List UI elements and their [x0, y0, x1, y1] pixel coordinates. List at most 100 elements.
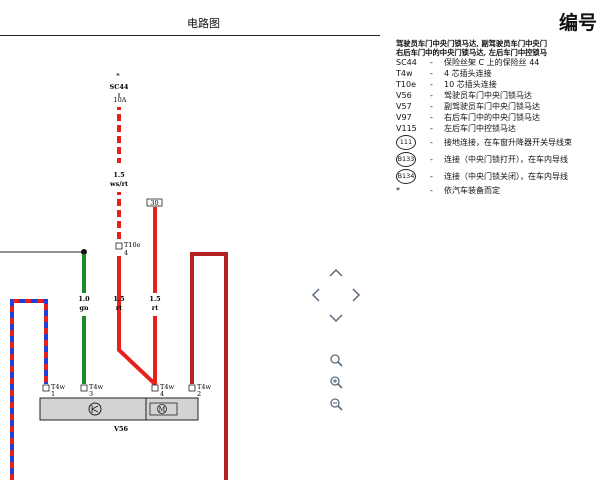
pan-up-button[interactable]: [325, 262, 347, 284]
wire-rt-b: 1.5 rt: [149, 207, 161, 384]
svg-text:1.5: 1.5: [149, 295, 161, 303]
legend-item: SC44-保险丝架 C 上的保险丝 44: [396, 57, 609, 68]
legend-item: V57 - 副驾驶员车门中央门锁马达: [396, 101, 609, 112]
chevron-down-icon: [329, 314, 343, 323]
legend-description: 副驾驶员车门中央门锁马达: [444, 102, 540, 111]
pan-left-button[interactable]: [305, 284, 327, 306]
component-v56: M V56: [39, 397, 199, 433]
svg-text:T4w: T4w: [160, 383, 174, 391]
legend-description: 连接（中央门锁关闭），在车内导线: [444, 172, 568, 181]
svg-text:T4w: T4w: [197, 383, 211, 391]
svg-text:2: 2: [197, 390, 201, 398]
svg-text:1.5: 1.5: [113, 171, 125, 179]
legend-description: 右后车门中的中央门锁马达: [444, 113, 540, 122]
switch-icon: [88, 402, 102, 416]
legend-code: *: [396, 186, 400, 195]
svg-text:4: 4: [124, 249, 128, 257]
legend-description: 接地连接，在车窗升降器开关导线束: [444, 138, 572, 147]
legend-code: V97: [396, 113, 412, 122]
connector-t10e: T10e 4: [115, 241, 141, 257]
legend-code: 111: [396, 135, 430, 150]
legend-panel: 驾驶员车门中央门锁马达, 副驾驶员车门中央门 右后车门中的中央门锁马达, 左后车…: [396, 39, 609, 196]
svg-text:10A: 10A: [114, 96, 127, 104]
connector-t4w: T4w 1 T4w 3 T4w 4 T4w 2: [42, 383, 211, 398]
zoom-reset-button[interactable]: [325, 349, 347, 371]
legend-separator: -: [430, 58, 433, 67]
legend-description: 左后车门中控锁马达: [444, 124, 516, 133]
wire-rt-a: 1.5 rt: [113, 256, 158, 387]
legend-code: T10e: [396, 80, 416, 89]
svg-text:*: *: [116, 72, 120, 80]
legend-code: B134: [396, 169, 430, 184]
zoom-in-button[interactable]: [325, 371, 347, 393]
legend-code: V56: [396, 91, 412, 100]
motor-icon: [157, 404, 167, 414]
legend-item: * - 依汽车装备而定: [396, 185, 609, 196]
legend-description: 10 芯插头连接: [444, 80, 497, 89]
legend-separator: -: [430, 124, 433, 133]
svg-text:30: 30: [150, 199, 158, 207]
svg-text:T4w: T4w: [51, 383, 65, 391]
legend-code-badge: B133: [396, 152, 416, 167]
svg-text:ws/rt: ws/rt: [109, 180, 128, 188]
legend-description: 保险丝架 C 上的保险丝 44: [444, 58, 540, 67]
legend-code-badge: 111: [396, 135, 416, 150]
legend-code: V57: [396, 102, 412, 111]
code-heading: 编号: [559, 12, 598, 34]
legend-separator: -: [430, 155, 433, 164]
svg-text:1.0: 1.0: [78, 295, 90, 303]
svg-text:rt: rt: [116, 304, 122, 312]
svg-text:T4w: T4w: [89, 383, 103, 391]
legend-separator: -: [430, 186, 433, 195]
chevron-up-icon: [329, 268, 343, 277]
legend-code: V115: [396, 124, 417, 133]
legend-code: B133: [396, 152, 430, 167]
legend-heading-line-1: 驾驶员车门中央门锁马达, 副驾驶员车门中央门: [396, 39, 548, 48]
svg-text:3: 3: [89, 390, 93, 398]
wire-gn: 1.0 gn: [78, 249, 90, 384]
legend-item: B134 - 连接（中央门锁关闭），在车内导线: [396, 168, 609, 185]
wire-ws-rt: 1.5 ws/rt: [109, 107, 128, 240]
legend-item: V56 - 驾驶员车门中央门锁马达: [396, 90, 609, 101]
legend-item: V97 - 右后车门中的中央门锁马达: [396, 112, 609, 123]
svg-text:T10e: T10e: [124, 241, 141, 249]
chevron-left-icon: [311, 288, 320, 302]
legend-separator: -: [430, 113, 433, 122]
legend-item: T10e - 10 芯插头连接: [396, 79, 609, 90]
zoom-in-icon: [330, 376, 343, 389]
svg-text:4: 4: [160, 390, 164, 398]
zoom-out-button[interactable]: [325, 393, 347, 415]
pan-down-button[interactable]: [325, 307, 347, 329]
legend-item: B133 - 连接（中央门锁打开），在车内导线: [396, 151, 609, 168]
legend-separator: -: [430, 80, 433, 89]
wiring-diagram: * SC44 10A 1.5 ws/rt T10e 4 1.5 rt 30 1.…: [0, 72, 228, 480]
legend-separator: -: [430, 172, 433, 181]
zoom-out-icon: [330, 398, 343, 411]
svg-text:gn: gn: [79, 304, 89, 312]
chevron-right-icon: [352, 288, 361, 302]
legend-description: 依汽车装备而定: [444, 186, 500, 195]
legend-heading-line-2: 右后车门中的中央门锁马达, 左后车门中控锁马: [396, 48, 548, 57]
magnifier-icon: [330, 354, 343, 367]
legend-item: 111 - 接地连接，在车窗升降器开关导线束: [396, 134, 609, 151]
svg-text:SC44: SC44: [110, 83, 129, 91]
header-divider: [0, 35, 380, 36]
wire-blue-red-loop: [10, 299, 48, 480]
legend-description: 驾驶员车门中央门锁马达: [444, 91, 532, 100]
legend-separator: -: [430, 138, 433, 147]
fuse-sc44: * SC44 10A: [110, 72, 129, 104]
svg-text:V56: V56: [113, 425, 129, 433]
legend-description: 连接（中央门锁打开），在车内导线: [444, 155, 568, 164]
diagram-title: 电路图: [187, 17, 220, 30]
pan-right-button[interactable]: [345, 284, 367, 306]
legend-item: V115 - 左后车门中控锁马达: [396, 123, 609, 134]
legend-separator: -: [430, 91, 433, 100]
terminal-30: 30: [146, 198, 163, 207]
legend-separator: -: [430, 102, 433, 111]
legend-code-badge: B134: [396, 169, 416, 184]
svg-text:1.5: 1.5: [113, 295, 125, 303]
svg-text:1: 1: [51, 390, 55, 398]
legend-separator: -: [430, 69, 433, 78]
svg-text:M: M: [159, 406, 166, 414]
